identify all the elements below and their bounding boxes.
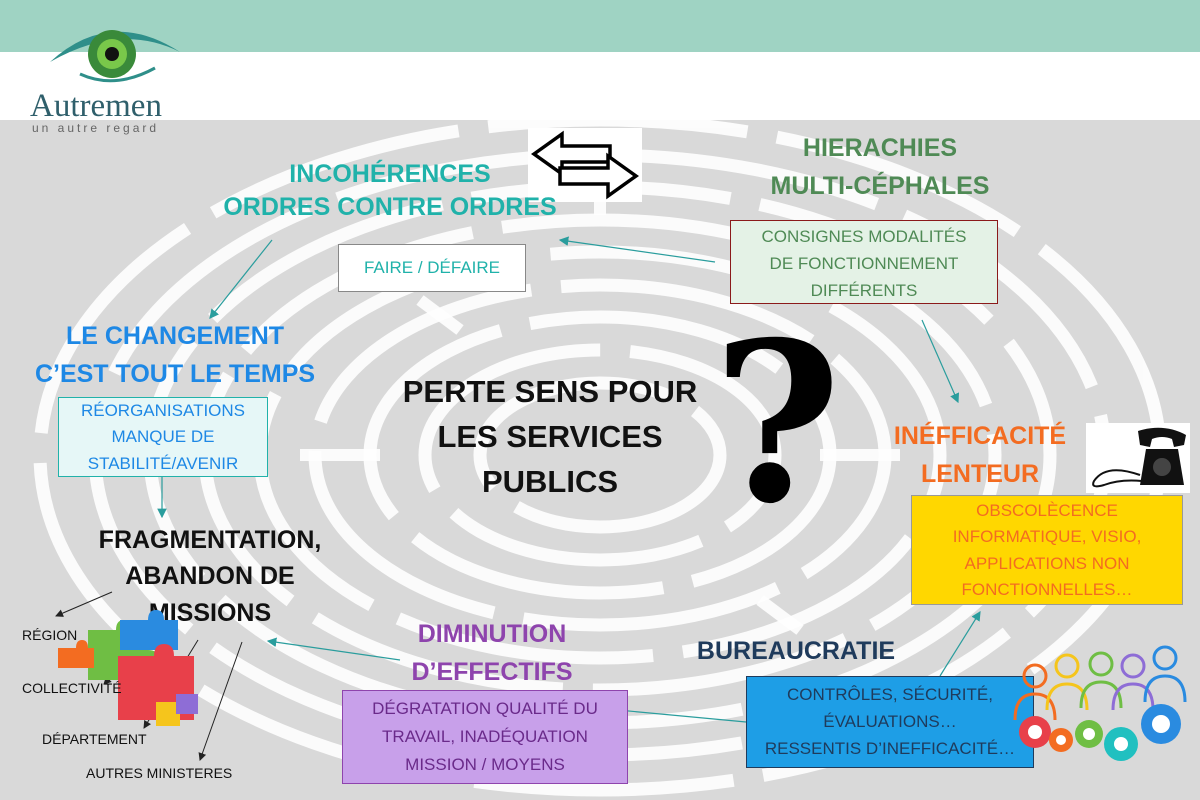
changement-box-line-3: STABILITÉ/AVENIR [87, 453, 239, 473]
arrow-diminution-to-fragmentation [266, 637, 401, 661]
inefficacite-line-2: LENTEUR [920, 459, 1040, 488]
changement-line-1: LE CHANGEMENT [65, 322, 285, 350]
incoherences-line-2: ORDRES CONTRE ORDRES [223, 192, 557, 221]
question-mark-icon: ? [712, 293, 842, 552]
bureaucratie-box: CONTRÔLES, SÉCURITÉ, ÉVALUATIONS… RESSEN… [746, 676, 1034, 768]
diminution-box-line-2: TRAVAIL, INADÉQUATION [382, 727, 588, 747]
hierarchies-box-line-3: DIFFÉRENTS [810, 281, 918, 301]
arrow-hierarchies-to-inefficacite [921, 319, 960, 404]
hierarchies-box-line-2: DE FONCTIONNEMENT [769, 254, 959, 274]
label-collectivite: COLLECTIVITÉ [22, 680, 122, 696]
label-departement: DÉPARTEMENT [42, 731, 147, 747]
telephone-icon [1086, 423, 1190, 493]
eye-logo-icon [50, 30, 180, 83]
diminution-box-line-1: DÉGRATATION QUALITÉ DU [372, 699, 598, 718]
changement-line-2: C’EST TOUT LE TEMPS [34, 359, 316, 388]
hierarchies-line-1: HIERACHIES [802, 134, 958, 162]
diminution-line-2: D’EFFECTIFS [411, 657, 573, 686]
central-line-3: PUBLICS [481, 463, 619, 499]
logo-tagline: un autre regard [32, 121, 160, 135]
inefficacite-box-line-3: APPLICATIONS NON [964, 553, 1130, 573]
header-band [0, 52, 1200, 120]
central-line-2: LES SERVICES [437, 418, 663, 454]
bureaucratie-box-line-3: RESSENTIS D’INEFFICACITÉ… [764, 739, 1016, 759]
changement-box-line-2: MANQUE DE [111, 427, 215, 447]
arrow-incoherences-to-changement [209, 239, 273, 319]
bureaucratie-box-line-1: CONTRÔLES, SÉCURITÉ, [787, 685, 993, 704]
central-message: PERTE SENS POUR LES SERVICES PUBLICS [360, 370, 740, 505]
puzzle-icon [58, 610, 198, 726]
incoherences-title: INCOHÉRENCES ORDRES CONTRE ORDRES [200, 158, 580, 223]
changement-title: LE CHANGEMENT C’EST TOUT LE TEMPS [10, 318, 340, 393]
incoherences-box: FAIRE / DÉFAIRE [338, 244, 526, 292]
changement-box: RÉORGANISATIONS MANQUE DE STABILITÉ/AVEN… [58, 397, 268, 477]
bureaucratie-title: BUREAUCRATIE [696, 637, 896, 665]
diminution-title: DIMINUTION D’EFFECTIFS [382, 616, 602, 691]
inefficacite-title: INÉFFICACITÉ LENTEUR [870, 418, 1090, 493]
hierarchies-box-line-1: CONSIGNES MODALITÉS [761, 227, 967, 246]
arrow-to-region [55, 591, 113, 617]
diminution-box: DÉGRATATION QUALITÉ DU TRAVAIL, INADÉQUA… [342, 690, 628, 784]
bureaucratie-box-line-2: ÉVALUATIONS… [823, 712, 957, 732]
inefficacite-box-line-1: OBSCOLÈCENCE [976, 501, 1118, 520]
inefficacite-box-line-2: INFORMATIQUE, VISIO, [952, 527, 1142, 547]
hierarchies-box: CONSIGNES MODALITÉS DE FONCTIONNEMENT DI… [730, 220, 998, 304]
arrow-hierarchies-to-incoherences [558, 236, 716, 263]
label-autres-ministeres: AUTRES MINISTERES [86, 765, 233, 781]
arrow-to-autres-ministeres [198, 641, 243, 761]
hierarchies-line-2: MULTI-CÉPHALES [770, 171, 990, 200]
arrow-bureaucratie-to-inefficacite [939, 610, 981, 677]
hierarchies-title: HIERACHIES MULTI-CÉPHALES [720, 130, 1040, 205]
arrow-bureaucratie-to-diminution [616, 706, 747, 723]
logo-name: Autremen [30, 88, 162, 124]
inefficacite-box-line-4: FONCTIONNELLES… [961, 580, 1133, 600]
central-line-1: PERTE SENS POUR [402, 374, 698, 409]
double-arrow-icon [528, 128, 642, 202]
inefficacite-line-1: INÉFFICACITÉ [893, 422, 1067, 450]
people-gears-icon [1013, 645, 1187, 761]
diminution-line-1: DIMINUTION [417, 620, 567, 648]
diminution-box-line-3: MISSION / MOYENS [405, 755, 565, 775]
changement-box-line-1: RÉORGANISATIONS [80, 401, 246, 420]
incoherences-line-1: INCOHÉRENCES [289, 160, 491, 188]
fragmentation-line-1: FRAGMENTATION, [98, 526, 322, 554]
label-region: RÉGION [22, 627, 78, 643]
fragmentation-line-2: ABANDON DE [125, 562, 295, 591]
top-band [0, 0, 1200, 52]
inefficacite-box: OBSCOLÈCENCE INFORMATIQUE, VISIO, APPLIC… [911, 495, 1183, 605]
